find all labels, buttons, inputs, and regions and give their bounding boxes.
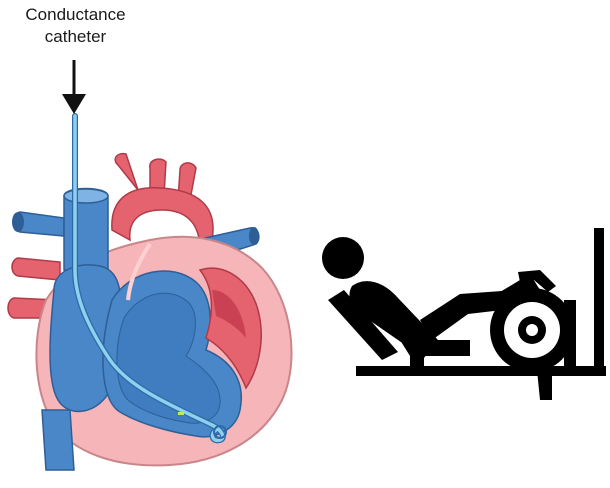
superior-vena-cava bbox=[64, 189, 108, 271]
figure-head bbox=[322, 237, 364, 279]
inferior-vena-cava bbox=[42, 410, 74, 470]
front-pedestal bbox=[536, 360, 552, 400]
aorta bbox=[112, 154, 213, 250]
down-arrow-icon bbox=[62, 60, 86, 114]
heart-illustration bbox=[8, 116, 292, 470]
leg-press-exercise-pictogram bbox=[322, 228, 606, 400]
machine-post bbox=[594, 228, 604, 376]
